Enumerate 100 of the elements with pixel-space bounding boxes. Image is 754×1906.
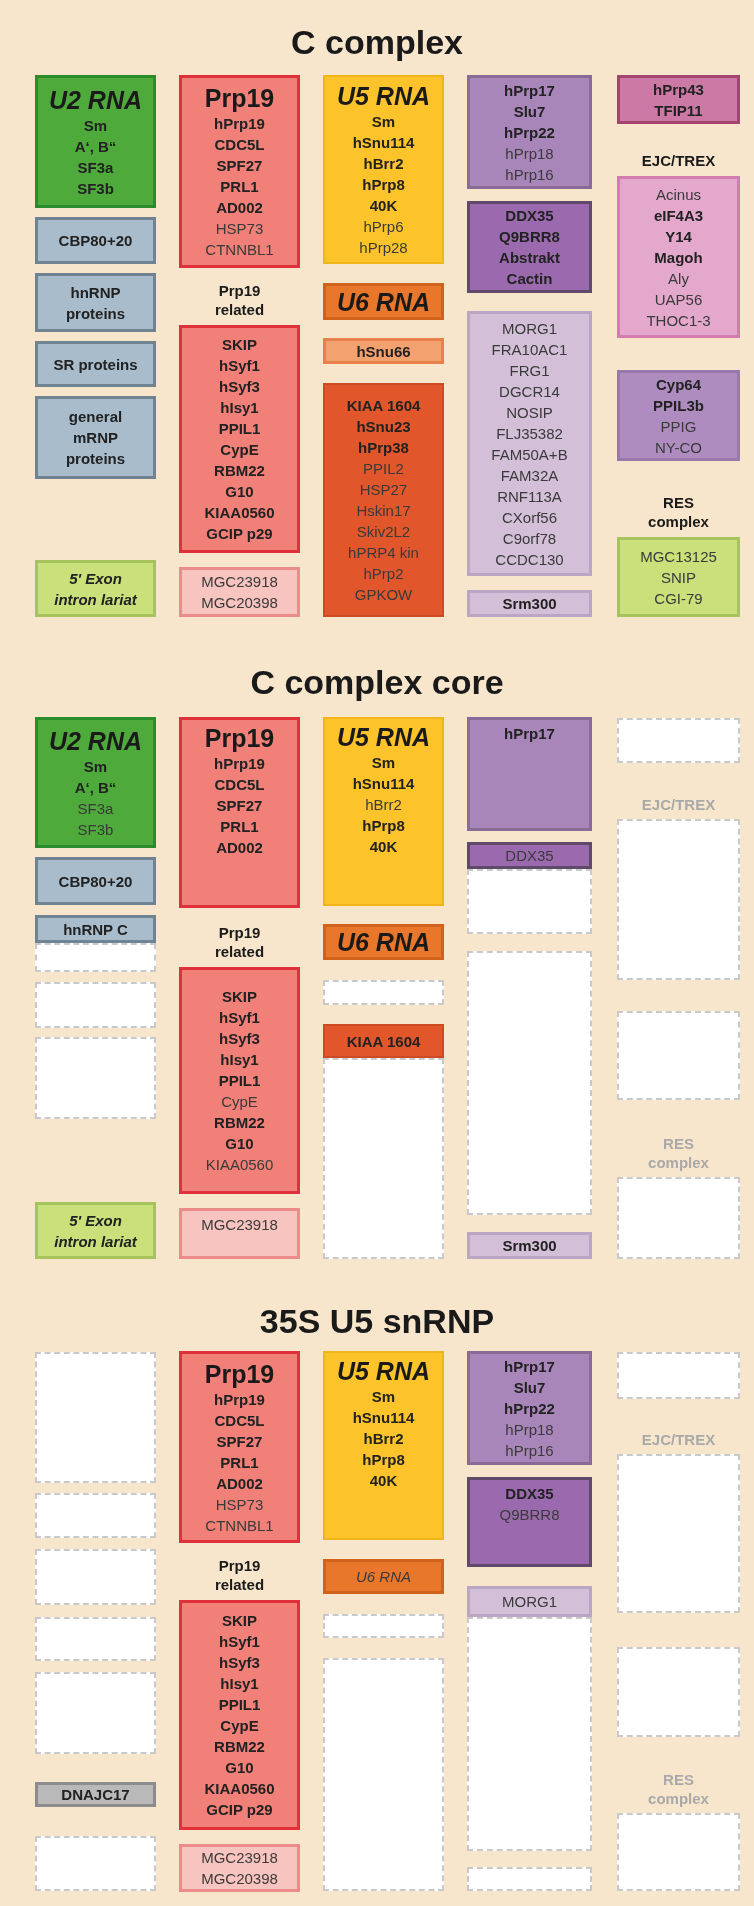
protein-group-box [35, 1782, 156, 1807]
protein-group-box [35, 396, 156, 479]
protein-group-box [35, 217, 156, 264]
protein-name: KIAA0560 [204, 1779, 275, 1799]
protein-name: hPrp17 [504, 80, 555, 101]
empty-dashed-box [467, 1867, 592, 1891]
protein-name: hSyf1 [219, 1632, 260, 1652]
protein-name: hPrp17 [504, 724, 555, 744]
protein-name: hPrp18 [505, 1419, 554, 1440]
protein-name: SF3b [77, 819, 114, 840]
protein-name: Hskin17 [356, 501, 411, 521]
group-heading: EJC/TREX [640, 1430, 717, 1449]
protein-name: Cyp64 [656, 374, 701, 395]
protein-group-box [467, 590, 592, 617]
group-heading: RES complex [647, 493, 710, 531]
protein-name: hnRNP C [63, 919, 128, 940]
protein-name: hIsy1 [220, 398, 259, 418]
group-heading: Prp19 [204, 1358, 275, 1389]
protein-name: Slu7 [513, 1377, 546, 1398]
protein-name: THOC1-3 [646, 310, 711, 331]
protein-name: G10 [225, 1758, 254, 1778]
protein-group-box [323, 717, 444, 906]
protein-name: CGI-79 [654, 588, 703, 609]
protein-name: Sm [371, 112, 396, 132]
protein-name: CDC5L [214, 775, 265, 795]
empty-dashed-box [323, 980, 444, 1005]
protein-group-box [467, 311, 592, 576]
protein-name: SF3b [77, 178, 114, 199]
protein-name: GCIP p29 [206, 524, 273, 544]
protein-name: CCDC130 [495, 549, 564, 570]
protein-name: hPrp8 [362, 175, 405, 195]
protein-name: HSP27 [359, 480, 408, 500]
protein-name: SPF27 [216, 796, 263, 816]
group-heading: EJC/TREX [640, 795, 717, 814]
protein-name: NY-CO [655, 437, 702, 458]
protein-group-box [323, 75, 444, 264]
protein-name: AD002 [216, 1473, 263, 1494]
protein-name: SPF27 [216, 1431, 263, 1452]
protein-group-box [467, 201, 592, 293]
protein-name: MGC23918 [201, 1215, 278, 1235]
protein-name: KIAA 1604 [346, 1031, 421, 1052]
group-heading: RES complex [647, 1770, 710, 1808]
protein-name: Skiv2L2 [356, 522, 411, 542]
protein-group-box [35, 75, 156, 208]
protein-group-box [323, 338, 444, 364]
protein-group-box [35, 341, 156, 387]
protein-name: general mRNP proteins [64, 407, 127, 469]
protein-group-box [467, 717, 592, 831]
protein-name: PRL1 [220, 1452, 259, 1473]
group-heading: Prp19 related [213, 1556, 266, 1594]
protein-name: RBM22 [214, 1113, 265, 1133]
group-heading: U2 RNA [48, 84, 143, 115]
protein-name: hSnu114 [352, 133, 415, 153]
protein-name: CTNNBL1 [205, 240, 274, 260]
protein-name: UAP56 [654, 289, 703, 310]
protein-group-box [179, 1351, 300, 1543]
group-heading: EJC/TREX [640, 151, 717, 170]
protein-name: hPrp43 [653, 79, 704, 100]
protein-name: hPrp8 [362, 1450, 405, 1470]
protein-group-box [323, 924, 444, 960]
empty-dashed-box [35, 982, 156, 1028]
protein-name: hnRNP proteins [64, 282, 127, 324]
protein-name: SR proteins [53, 354, 138, 375]
protein-group-box [35, 1202, 156, 1259]
protein-name: hSnu114 [352, 774, 415, 794]
protein-name: Sm [83, 756, 108, 777]
protein-name: CypE [220, 440, 259, 460]
empty-dashed-box [617, 1647, 740, 1737]
group-heading: U5 RNA [336, 1356, 431, 1386]
protein-name: HSP73 [215, 1494, 264, 1515]
protein-name: G10 [225, 482, 254, 502]
group-heading: Prp19 related [213, 923, 266, 961]
empty-dashed-box [35, 1037, 156, 1119]
protein-name: hSnu66 [356, 341, 411, 362]
protein-group-box [179, 1208, 300, 1259]
empty-dashed-box [35, 1493, 156, 1538]
protein-name: Y14 [665, 226, 692, 247]
protein-name: MGC23918 [201, 1848, 278, 1868]
protein-group-box [323, 1024, 444, 1058]
protein-name: Abstrakt [499, 248, 560, 268]
group-heading: U2 RNA [48, 725, 143, 756]
protein-group-box [467, 842, 592, 869]
group-heading: RES complex [647, 1134, 710, 1172]
protein-group-box [323, 383, 444, 617]
protein-name: hIsy1 [220, 1050, 259, 1070]
protein-name: Srm300 [502, 1236, 557, 1256]
protein-name: CypE [220, 1716, 259, 1736]
protein-name: MORG1 [502, 318, 557, 339]
protein-name: GPKOW [354, 585, 413, 605]
protein-name: hSyf1 [219, 1008, 260, 1028]
protein-name: KIAA 1604 [346, 396, 421, 416]
protein-name: hPrp19 [214, 114, 265, 134]
protein-name: Srm300 [502, 594, 557, 614]
protein-name: SF3a [77, 798, 114, 819]
protein-name: DDX35 [505, 206, 554, 226]
protein-group-box [179, 75, 300, 268]
empty-dashed-box [467, 869, 592, 934]
protein-name: hPrp17 [504, 1356, 555, 1377]
protein-name: C9orf78 [502, 528, 557, 549]
protein-group-box [467, 75, 592, 189]
